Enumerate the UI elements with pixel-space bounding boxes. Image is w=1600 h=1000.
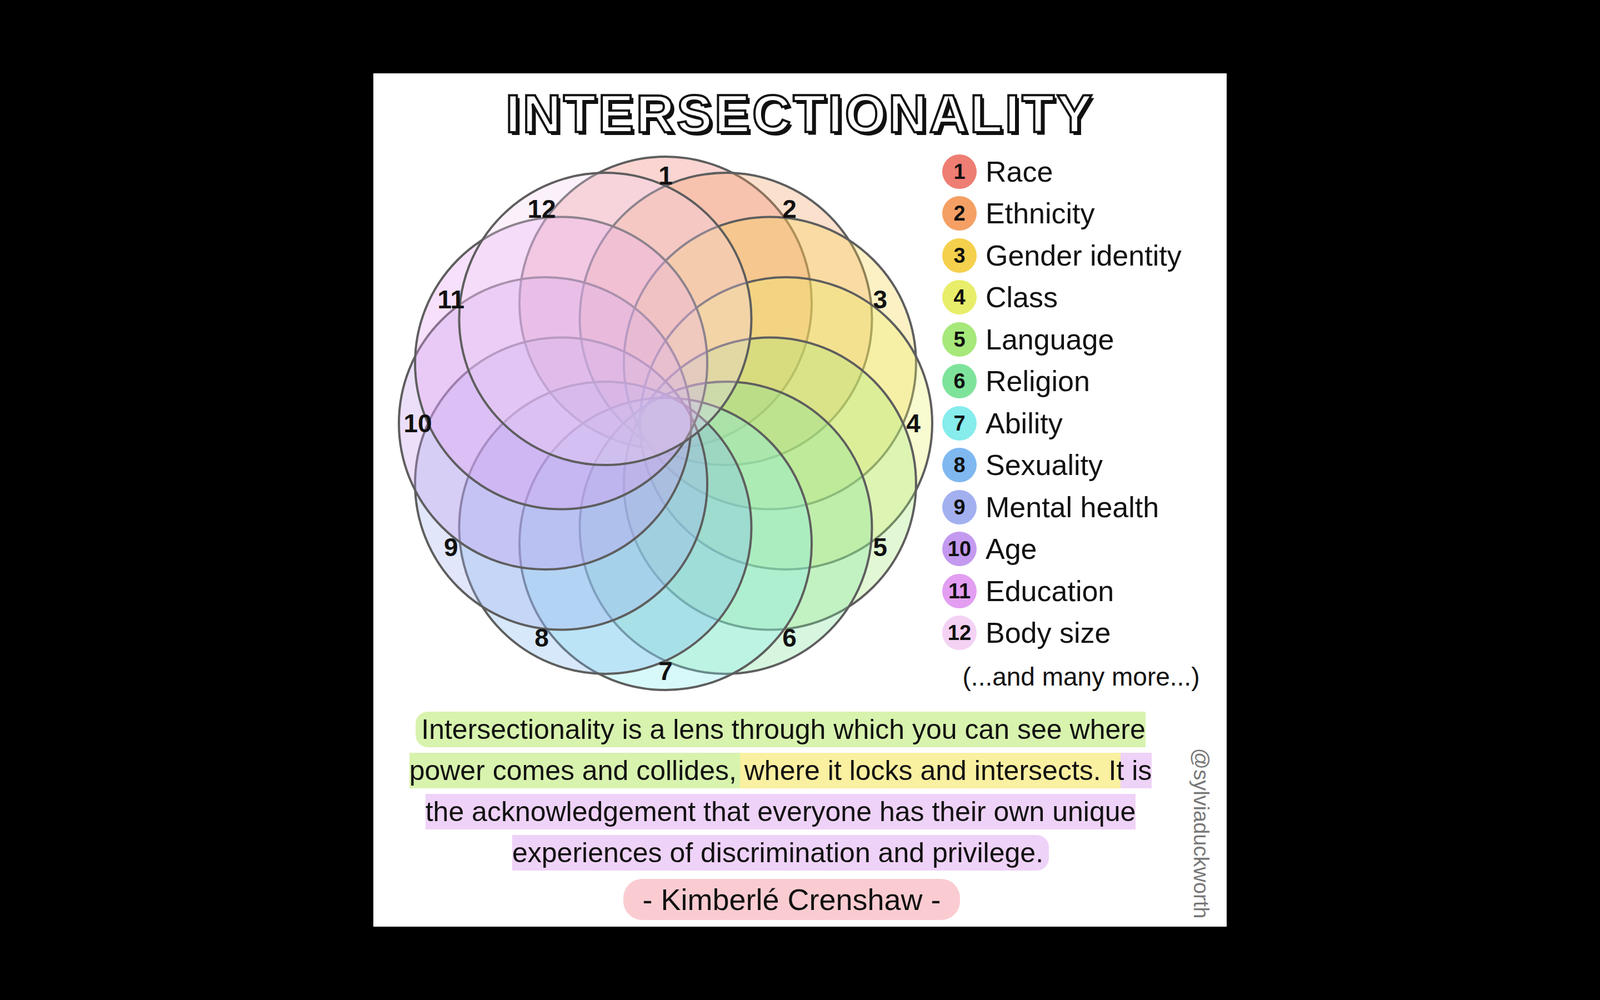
legend-number: 2 <box>953 202 965 224</box>
legend-text: Language <box>985 322 1114 357</box>
legend-item: 9 Mental health <box>942 490 1159 525</box>
callout-number: 6 <box>782 625 797 651</box>
legend-swatch: 9 <box>942 490 977 525</box>
callout-number: 1 <box>658 162 673 189</box>
legend-swatch: 3 <box>942 238 977 273</box>
legend-swatch: 4 <box>942 280 977 315</box>
callout-number: 7 <box>658 658 673 684</box>
legend-swatch: 5 <box>942 322 977 357</box>
legend-text: Class <box>985 280 1058 315</box>
quote-highlight: Intersectionality is a lens through whic… <box>409 711 1153 871</box>
legend-item: 4 Class <box>942 280 1058 315</box>
legend-item: 7 Ability <box>942 406 1063 441</box>
legend-text: Race <box>985 154 1053 189</box>
legend-number: 11 <box>948 580 971 602</box>
callout-number: 9 <box>443 534 459 560</box>
legend-text: Mental health <box>985 490 1159 525</box>
legend-item: 8 Sexuality <box>942 447 1103 483</box>
legend-text: Age <box>985 531 1038 567</box>
callout-number: 11 <box>437 286 465 313</box>
legend-item: 1 Race <box>942 154 1053 189</box>
callout-number: 8 <box>534 625 549 651</box>
venn-circle <box>459 172 752 465</box>
legend-note: (...and many more...) <box>962 661 1200 692</box>
legend-text: Education <box>985 573 1114 609</box>
title: INTERSECTIONALITY <box>505 84 1095 144</box>
legend-swatch: 11 <box>942 573 977 609</box>
watermark: @sylviaduckworth <box>1190 748 1212 919</box>
legend-text: Religion <box>985 363 1090 399</box>
legend-text: Body size <box>985 615 1111 650</box>
legend-number: 7 <box>953 412 965 434</box>
legend-number: 3 <box>953 245 965 267</box>
legend-number: 10 <box>947 538 972 560</box>
legend-swatch: 10 <box>942 531 977 567</box>
legend-number: 12 <box>947 622 972 644</box>
legend-swatch: 1 <box>942 154 977 189</box>
legend-item: 5 Language <box>942 322 1114 357</box>
legend-item: 11 Education <box>942 573 1114 609</box>
legend-item: 2 Ethnicity <box>942 196 1095 231</box>
legend-text: Gender identity <box>985 238 1182 273</box>
legend-number: 5 <box>953 328 965 350</box>
callout-number: 10 <box>403 410 432 437</box>
quote-text: Intersectionality is a lens through whic… <box>388 708 1173 874</box>
legend-number: 8 <box>953 454 965 476</box>
callout-number: 5 <box>872 534 888 560</box>
legend-number: 4 <box>953 286 965 308</box>
callout-number: 4 <box>906 410 921 437</box>
legend-text: Ability <box>985 406 1063 441</box>
legend-swatch: 6 <box>942 363 977 399</box>
legend-swatch: 8 <box>942 447 977 483</box>
legend-item: 10 Age <box>942 531 1038 567</box>
legend-number: 6 <box>953 370 965 392</box>
legend-item: 12 Body size <box>942 615 1111 650</box>
legend-swatch: 12 <box>942 615 977 650</box>
legend-number: 1 <box>953 161 965 183</box>
callout-number: 3 <box>872 286 888 313</box>
legend-swatch: 7 <box>942 406 977 441</box>
legend-item: 3 Gender identity <box>942 238 1182 273</box>
legend-number: 9 <box>953 496 965 518</box>
legend-text: Ethnicity <box>985 196 1095 231</box>
callout-number: 2 <box>782 196 797 222</box>
legend-item: 6 Religion <box>942 363 1090 399</box>
legend-text: Sexuality <box>985 447 1103 483</box>
attribution: - Kimberlé Crenshaw - <box>623 878 960 920</box>
callout-number: 12 <box>527 196 556 222</box>
legend-swatch: 2 <box>942 196 977 231</box>
